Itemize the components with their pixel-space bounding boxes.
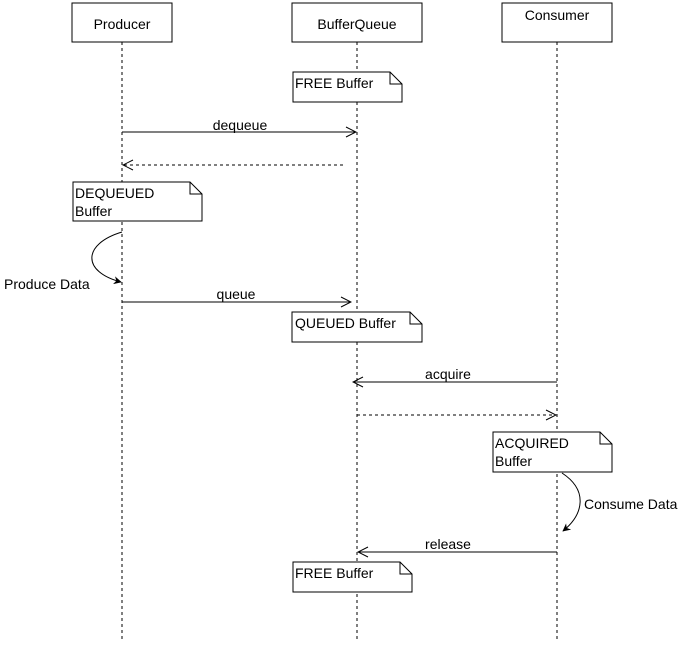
- release-label: release: [425, 536, 471, 552]
- note-dequeued-line1: DEQUEUED: [75, 185, 154, 201]
- note-free-buffer-2: FREE Buffer: [292, 561, 413, 593]
- note-acquired-line2: Buffer: [495, 453, 532, 469]
- produce-data-arrow: [91, 231, 123, 285]
- note-free-buffer-1-label: FREE Buffer: [295, 75, 374, 91]
- note-free-buffer-1: FREE Buffer: [292, 71, 403, 103]
- participant-producer: Producer: [71, 2, 173, 43]
- note-acquired-line1: ACQUIRED: [495, 435, 569, 451]
- produce-data-label: Produce Data: [4, 276, 90, 292]
- note-dequeued-line2: Buffer: [75, 203, 112, 219]
- note-queued-buffer-label: QUEUED Buffer: [295, 315, 396, 331]
- acquire-label: acquire: [425, 366, 471, 382]
- consume-data-label: Consume Data: [584, 496, 678, 512]
- note-queued-buffer: QUEUED Buffer: [291, 311, 423, 343]
- participant-consumer-label: Consumer: [525, 7, 590, 23]
- dequeue-label: dequeue: [213, 117, 268, 133]
- participant-producer-label: Producer: [94, 16, 151, 32]
- queue-label: queue: [217, 286, 256, 302]
- participant-consumer: Consumer: [501, 2, 613, 43]
- note-dequeued-buffer: DEQUEUED Buffer: [72, 181, 203, 222]
- participant-bufferqueue-label: BufferQueue: [317, 16, 396, 32]
- note-free-buffer-2-label: FREE Buffer: [295, 565, 374, 581]
- consume-data-arrow: [561, 472, 581, 532]
- note-acquired-buffer: ACQUIRED Buffer: [492, 431, 613, 473]
- participant-bufferqueue: BufferQueue: [291, 2, 423, 43]
